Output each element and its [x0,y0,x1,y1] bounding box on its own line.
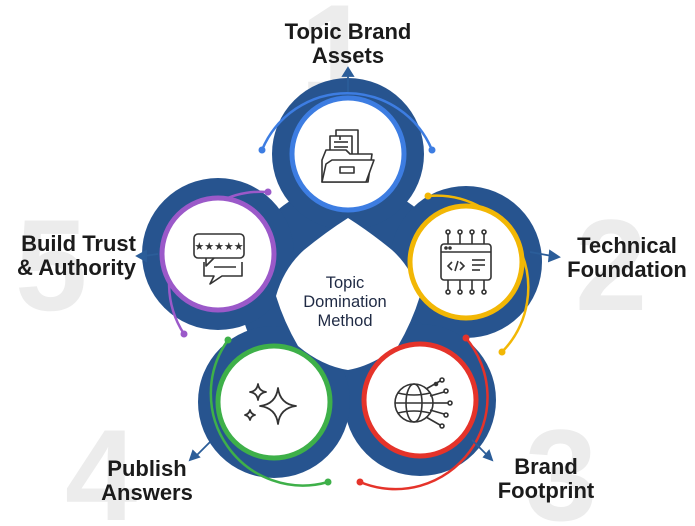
arc-1 [260,91,434,152]
arrows [135,66,561,462]
svg-text:★★★★★: ★★★★★ [194,240,243,253]
step-2-title-line2: Foundation [567,257,687,282]
arrow-head-5 [135,249,147,263]
step-3-title-line1: Brand [514,454,578,479]
node-2 [407,203,525,321]
sparkles-icon [244,383,297,425]
step-4-title-line1: Publish [107,456,187,481]
arrow-head-4 [188,449,201,462]
step-4-title: Publish Answers [92,457,202,505]
node-4 [215,343,333,461]
center-label-line2: Domination [303,293,387,311]
arrow-head-1 [341,66,355,77]
review-stars-chat-icon: ★★★★★ [193,233,245,285]
step-5-title-line1: Build Trust [21,231,136,256]
step-4-title-line2: Answers [101,480,193,505]
node-5 [159,195,277,313]
arrow-head-3 [482,449,494,462]
watermark-number-3: 3 [525,402,597,526]
step-3-title-line2: Footprint [497,478,595,503]
center-label-line1: Topic [325,274,365,292]
step-1-title: Topic Brand Assets [266,20,430,68]
arc-dots [180,146,506,486]
node-3 [361,341,479,459]
folder-documents-icon [321,129,375,183]
center-label-line3: Method [317,312,373,330]
step-5-title-line2: & Authority [17,255,136,280]
step-2-title-line1: Technical [577,233,677,258]
globe-network-icon [394,377,453,429]
arc-4 [209,338,330,487]
step-1-title-line1: Topic Brand [284,19,412,44]
watermark-number-2: 2 [575,192,647,338]
step-3-title: Brand Footprint [484,455,608,503]
watermark-number-5: 5 [15,192,87,338]
step-2-title: Technical Foundation [560,234,694,282]
center-label: Topic Domination Method [270,274,420,331]
step-1-title-line2: Assets [311,43,385,68]
watermark-number-4: 4 [65,402,137,526]
ring-inner-hole [276,218,420,370]
code-window-icon [440,229,492,295]
arc-3 [358,336,489,491]
step-5-title: Build Trust & Authority [0,232,136,280]
arrow-head-2 [547,249,561,263]
